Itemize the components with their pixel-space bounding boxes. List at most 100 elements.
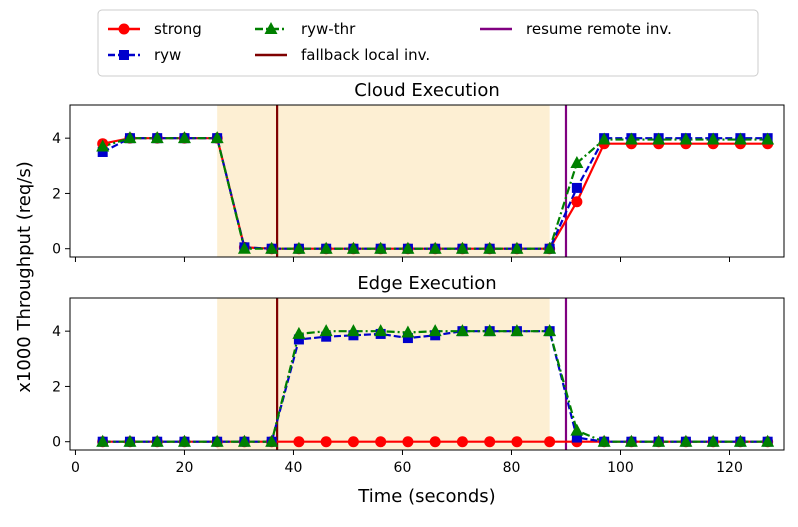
data-point-ryw-thr: [428, 241, 442, 254]
y-axis-label: x1000 Throughput (req/s): [14, 161, 35, 392]
shaded-disconnect-region: [217, 298, 550, 450]
data-point-strong: [375, 436, 387, 448]
data-point-strong: [293, 436, 305, 448]
data-point-strong: [320, 436, 332, 448]
x-tick-label: 40: [285, 460, 303, 476]
legend-label: ryw: [154, 46, 181, 64]
x-tick-label: 120: [716, 460, 743, 476]
data-point-strong: [544, 436, 556, 448]
data-point-ryw-thr: [123, 131, 137, 144]
data-point-strong: [402, 436, 414, 448]
data-point-ryw-thr: [150, 434, 164, 447]
data-point-ryw-thr: [455, 241, 469, 254]
data-point-ryw-thr: [150, 131, 164, 144]
data-point-ryw-thr: [374, 324, 388, 337]
data-point-strong: [456, 436, 468, 448]
data-point-strong: [347, 436, 359, 448]
data-point-strong: [511, 436, 523, 448]
data-point-ryw-thr: [374, 241, 388, 254]
panel-title: Edge Execution: [357, 273, 496, 294]
data-point-ryw-thr: [597, 434, 611, 447]
data-point-ryw-thr: [346, 324, 360, 337]
data-point-ryw: [97, 146, 108, 157]
data-point-ryw-thr: [624, 434, 638, 447]
y-tick-label: 0: [52, 242, 61, 258]
legend: strong ryw ryw-thr fallback local inv. resum…: [97, 9, 759, 77]
y-tick-label: 2: [52, 379, 61, 395]
data-point-ryw-thr: [428, 324, 442, 337]
legend-label: resume remote inv.: [526, 20, 672, 38]
y-tick-label: 4: [52, 131, 61, 147]
x-tick-label: 20: [176, 460, 194, 476]
data-point-ryw-thr: [510, 324, 524, 337]
x-axis-label: Time (seconds): [357, 486, 495, 507]
data-point-ryw-thr: [319, 324, 333, 337]
data-point-ryw-thr: [679, 434, 693, 447]
data-point-ryw: [402, 333, 413, 344]
data-point-ryw-thr: [455, 324, 469, 337]
data-point-strong: [571, 196, 583, 208]
legend-frame: [97, 9, 759, 77]
data-point-ryw-thr: [96, 434, 110, 447]
panel-title: Cloud Execution: [354, 80, 499, 101]
data-point-strong: [429, 436, 441, 448]
plot-frame: [69, 297, 785, 451]
data-point-ryw-thr: [483, 324, 497, 337]
data-point-ryw: [571, 182, 582, 193]
data-point-ryw-thr: [292, 326, 306, 339]
data-point-ryw-thr: [652, 434, 666, 447]
data-point-ryw-thr: [265, 241, 279, 254]
data-point-ryw-thr: [96, 139, 110, 152]
data-point-ryw-thr: [319, 241, 333, 254]
legend-marker: [264, 22, 278, 34]
y-tick-label: 2: [52, 186, 61, 202]
x-tick-label: 80: [503, 460, 521, 476]
shaded-disconnect-region: [217, 105, 550, 257]
data-point-ryw-thr: [597, 132, 611, 145]
data-point-ryw-thr: [265, 434, 279, 447]
data-point-ryw-thr: [543, 241, 557, 254]
y-tick-label: 4: [52, 324, 61, 340]
data-point-ryw: [321, 331, 332, 342]
data-point-ryw-thr: [123, 434, 137, 447]
y-tick-label: 0: [52, 435, 61, 451]
data-point-ryw: [293, 334, 304, 345]
chart-panel-1: 0 2 4 Cloud Execution: [52, 80, 785, 262]
plot-frame: [69, 104, 785, 258]
legend-marker: [119, 50, 129, 60]
data-point-ryw-thr: [733, 132, 747, 145]
data-point-ryw-thr: [401, 325, 415, 338]
data-point-ryw-thr: [177, 434, 191, 447]
data-point-strong: [484, 436, 496, 448]
x-tick-label: 100: [607, 460, 634, 476]
data-point-ryw-thr: [706, 434, 720, 447]
data-point-ryw-thr: [570, 423, 584, 436]
legend-label: strong: [154, 20, 202, 38]
data-point-ryw-thr: [761, 434, 775, 447]
data-point-ryw-thr: [210, 434, 224, 447]
data-point-ryw-thr: [706, 132, 720, 145]
data-point-ryw-thr: [177, 131, 191, 144]
data-point-ryw-thr: [570, 156, 584, 169]
data-point-ryw-thr: [543, 324, 557, 337]
legend-label: ryw-thr: [301, 20, 356, 38]
data-point-ryw-thr: [733, 434, 747, 447]
legend-label: fallback local inv.: [301, 46, 430, 64]
data-point-ryw-thr: [237, 434, 251, 447]
data-point-ryw-thr: [237, 241, 251, 254]
data-point-ryw-thr: [510, 241, 524, 254]
data-point-ryw-thr: [652, 132, 666, 145]
data-point-ryw-thr: [401, 241, 415, 254]
legend-marker: [118, 23, 130, 35]
data-point-ryw: [571, 432, 582, 443]
data-point-ryw-thr: [761, 132, 775, 145]
data-point-ryw-thr: [346, 241, 360, 254]
data-point-ryw-thr: [483, 241, 497, 254]
data-point-ryw-thr: [210, 131, 224, 144]
x-tick-label: 0: [71, 460, 80, 476]
data-point-ryw-thr: [679, 132, 693, 145]
data-point-ryw-thr: [624, 132, 638, 145]
